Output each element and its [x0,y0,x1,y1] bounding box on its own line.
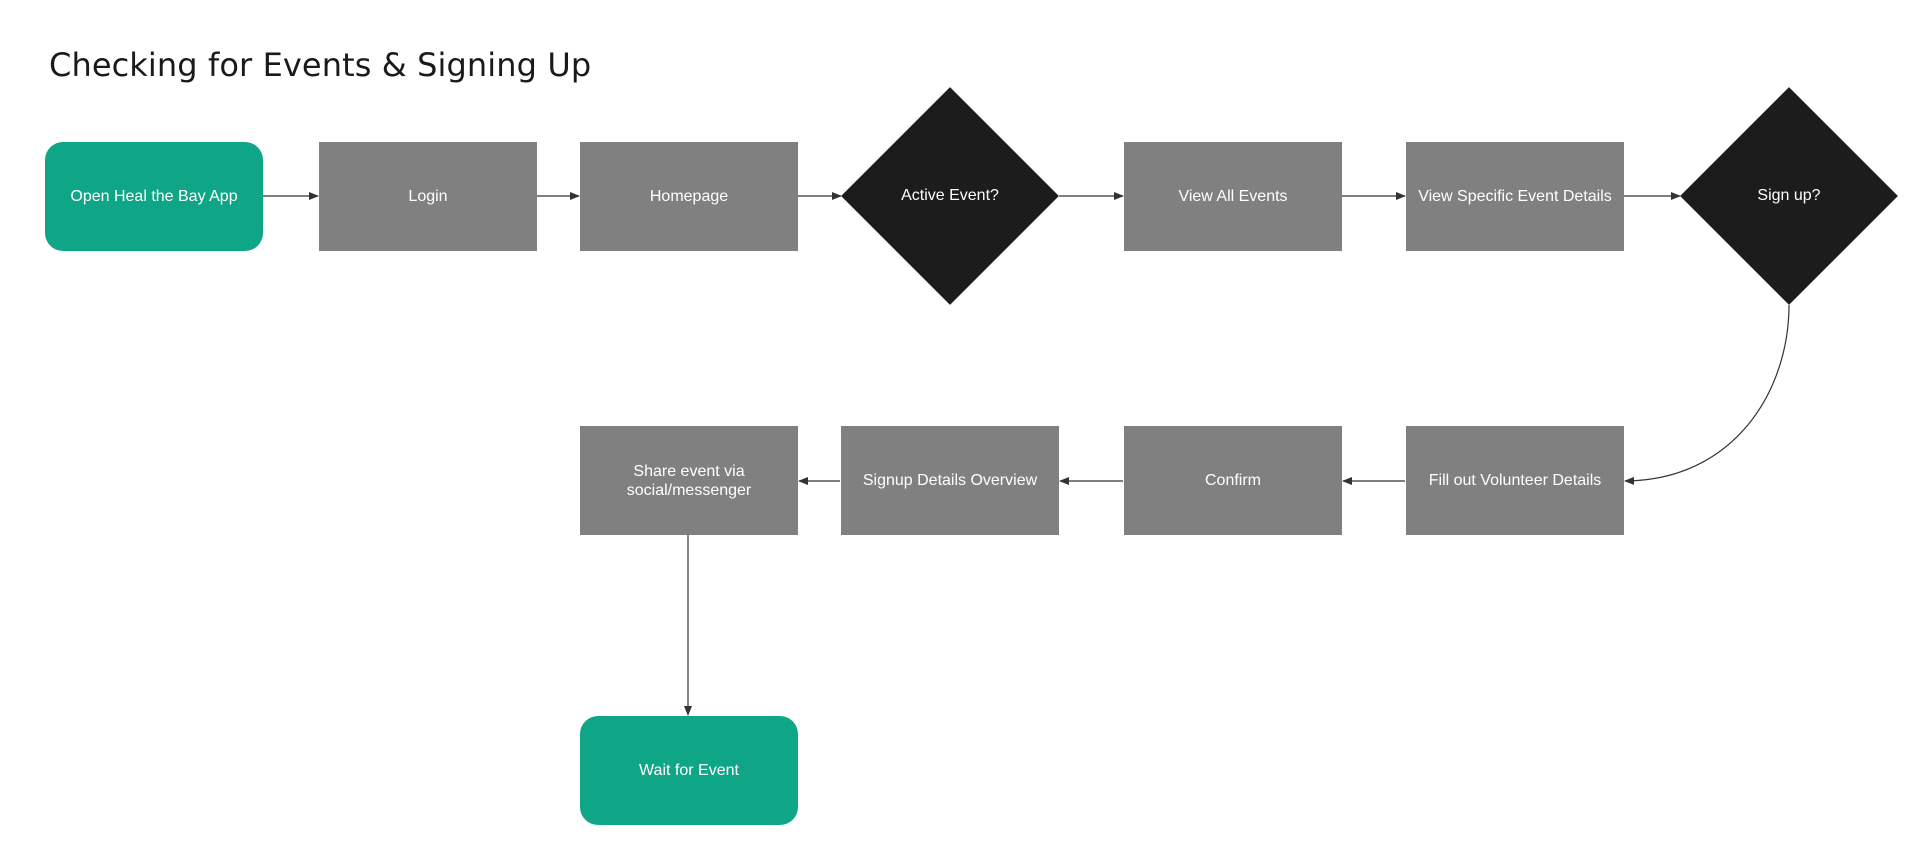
node-fill-out-volunteer-details: Fill out Volunteer Details [1406,426,1624,535]
node-label: Login [408,188,448,205]
decision-sign-up: Sign up? [1680,87,1898,305]
node-label: Confirm [1204,472,1261,489]
node-login: Login [319,142,537,251]
node-label: Open Heal the Bay App [70,188,238,205]
node-label: Fill out Volunteer Details [1428,472,1602,489]
node-wait-for-event: Wait for Event [580,716,798,825]
node-label: Active Event? [901,187,999,204]
node-view-specific-event-details: View Specific Event Details [1406,142,1624,251]
node-confirm: Confirm [1124,426,1342,535]
edge-sign-up-to-fill-volunteer [1624,304,1790,485]
node-label: View All Events [1178,188,1288,205]
node-view-all-events: View All Events [1124,142,1342,251]
node-share-event: Share event via social/messenger [580,426,798,535]
node-open-heal-the-bay-app: Open Heal the Bay App [45,142,263,251]
node-label: Signup Details Overview [862,472,1038,489]
node-label: Share event via social/messenger [626,462,752,499]
diagram-title: Checking for Events & Signing Up [49,46,592,84]
node-homepage: Homepage [580,142,798,251]
node-label: View Specific Event Details [1418,188,1612,205]
node-label: Wait for Event [639,762,739,779]
decision-active-event: Active Event? [841,87,1059,305]
node-label: Homepage [649,188,729,205]
node-label: Sign up? [1757,187,1821,204]
node-signup-details-overview: Signup Details Overview [841,426,1059,535]
